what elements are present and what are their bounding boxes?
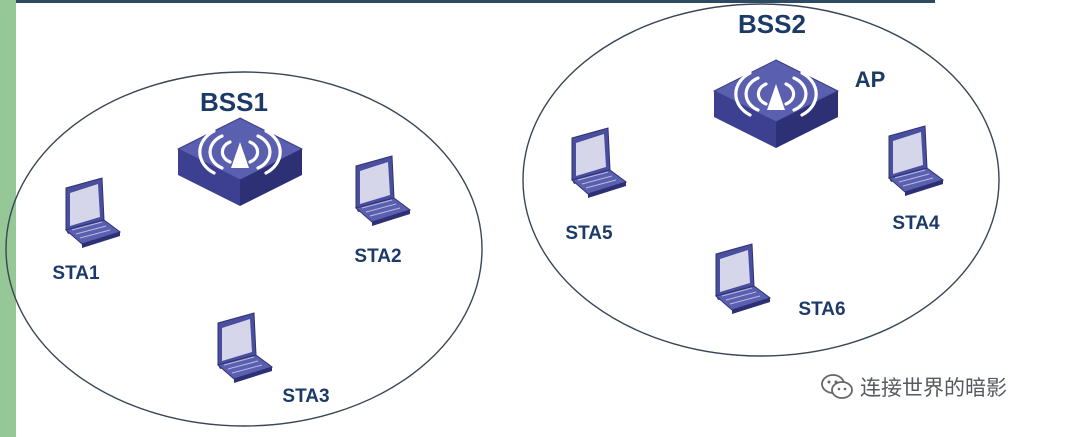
sta6-label: STA6: [798, 299, 845, 320]
bss1-access-point-icon: [176, 116, 304, 208]
wechat-icon: [821, 374, 853, 399]
sta5-laptop-icon: [571, 127, 627, 199]
watermark-text: 连接世界的暗影: [860, 376, 1007, 400]
sta4-laptop-icon: [888, 125, 944, 197]
left-accent-strip: [0, 0, 16, 437]
bss1-label: BSS1: [200, 87, 268, 117]
sta1-label: STA1: [52, 263, 100, 284]
sta3-label: STA3: [282, 386, 329, 407]
top-border-line: [16, 0, 935, 3]
sta2-label: STA2: [354, 246, 401, 267]
ap-label: AP: [855, 67, 886, 92]
bss2-group: BSS2 AP STA5 STA4 STA6: [522, 3, 1000, 357]
sta3-laptop-icon: [217, 312, 273, 384]
sta4-label: STA4: [892, 213, 940, 234]
watermark: 连接世界的暗影: [820, 372, 1007, 402]
sta5-label: STA5: [565, 223, 613, 244]
sta1-laptop-icon: [65, 177, 121, 249]
bss2-ellipse: [522, 3, 1000, 357]
bss1-group: BSS1 STA1 STA2 STA3: [5, 71, 483, 427]
bss2-label: BSS2: [738, 9, 806, 39]
sta6-laptop-icon: [715, 243, 771, 315]
sta2-laptop-icon: [355, 155, 411, 227]
bss2-access-point-icon: [712, 58, 840, 150]
bss1-ellipse: [5, 71, 483, 427]
